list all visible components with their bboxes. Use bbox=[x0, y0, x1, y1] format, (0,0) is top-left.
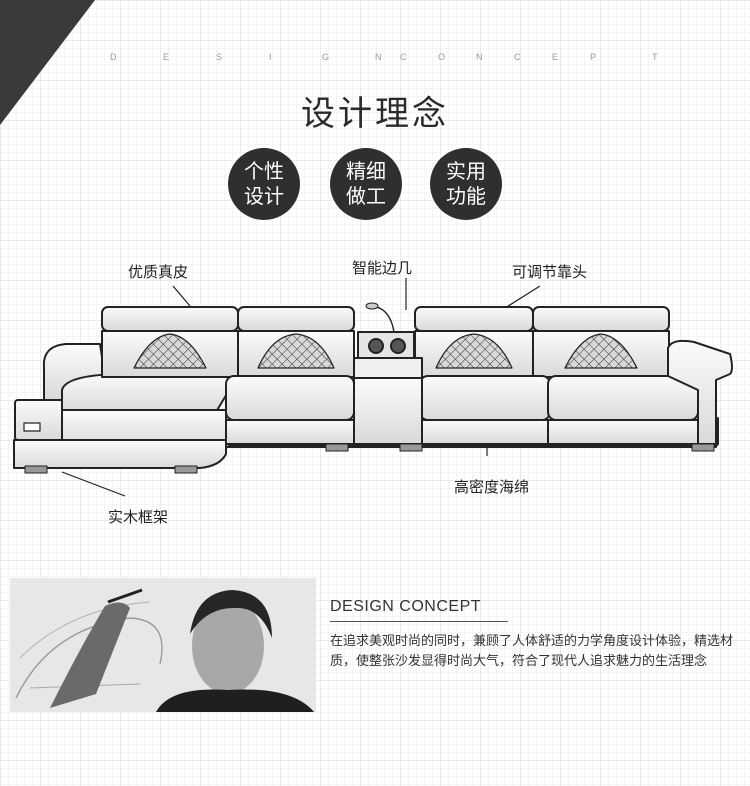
eyebrow-letter: S bbox=[216, 52, 223, 62]
eyebrow-letter: T bbox=[652, 52, 658, 62]
badge-line: 个性 bbox=[244, 159, 284, 183]
eyebrow-letter: C bbox=[400, 52, 407, 62]
callout-sponge: 高密度海绵 bbox=[454, 478, 530, 496]
eyebrow-letter: C bbox=[514, 52, 521, 62]
eyebrow-letter: N bbox=[375, 52, 382, 62]
eyebrow-letter: G bbox=[322, 52, 330, 62]
badge-line: 功能 bbox=[446, 184, 486, 208]
concept-description: 在追求美观时尚的同时，兼顾了人体舒适的力学角度设计体验，精选材质，使整张沙发显得… bbox=[330, 634, 734, 669]
badge-practical-function: 实用功能 bbox=[430, 148, 502, 220]
eyebrow-letter: N bbox=[476, 52, 483, 62]
callout-frame: 实木框架 bbox=[108, 508, 169, 526]
badge-fine-workmanship: 精细做工 bbox=[330, 148, 402, 220]
eyebrow-letter: E bbox=[163, 52, 170, 62]
design-concept-eyebrow: D E S I G N C O N C E P T bbox=[0, 52, 750, 64]
eyebrow-letter: P bbox=[590, 52, 597, 62]
badge-line: 设计 bbox=[244, 184, 284, 208]
page-title: 设计理念 bbox=[301, 94, 449, 134]
sofa-illustration bbox=[13, 278, 733, 497]
eyebrow-letter: O bbox=[438, 52, 446, 62]
eyebrow-letter: E bbox=[552, 52, 559, 62]
corner-triangle-decoration bbox=[0, 0, 95, 125]
eyebrow-letter: D bbox=[110, 52, 117, 62]
callout-leather: 优质真皮 bbox=[128, 263, 189, 281]
badge-personal-design: 个性设计 bbox=[228, 148, 300, 220]
callout-headrest: 可调节靠头 bbox=[512, 263, 588, 281]
concept-divider bbox=[330, 621, 508, 622]
badge-line: 精细 bbox=[346, 159, 386, 183]
concept-heading: DESIGN CONCEPT bbox=[330, 598, 482, 615]
designer-sketching-photo bbox=[10, 578, 316, 712]
callout-side-table: 智能边几 bbox=[352, 259, 413, 277]
designer-portrait-image bbox=[10, 578, 316, 712]
badge-line: 做工 bbox=[346, 184, 386, 208]
badge-line: 实用 bbox=[446, 159, 486, 183]
eyebrow-letter: I bbox=[269, 52, 272, 62]
